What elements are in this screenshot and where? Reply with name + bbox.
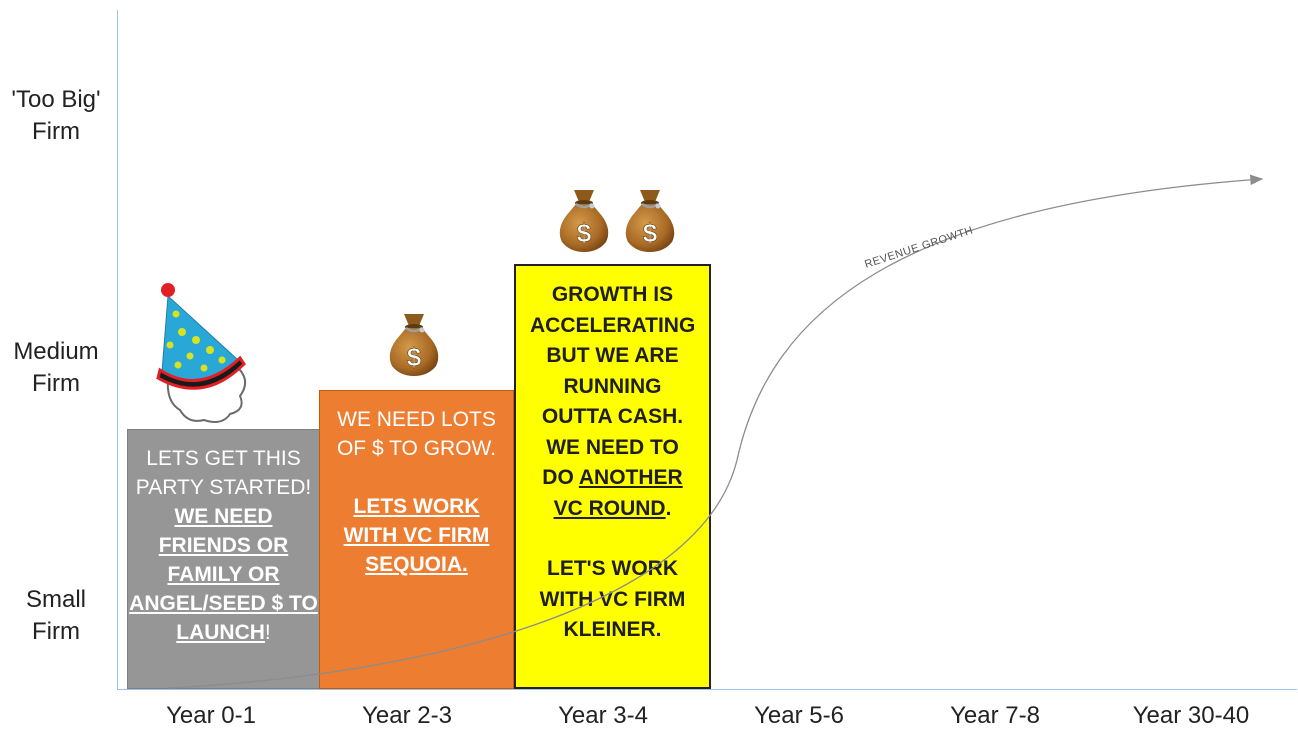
- party-hat-icon: [156, 283, 247, 423]
- stage-box-friends-family: LETS GET THIS PARTY STARTED! WE NEED FRI…: [127, 429, 320, 689]
- y-label-medium-firm: Medium Firm: [0, 336, 112, 400]
- x-label-year-2-3: Year 2-3: [362, 702, 452, 729]
- y-label-small-firm: Small Firm: [0, 584, 112, 648]
- y-label-too-big-firm: 'Too Big' Firm: [0, 84, 112, 148]
- y-axis-line: [117, 10, 118, 690]
- x-label-year-30-40: Year 30-40: [1132, 702, 1250, 729]
- x-label-year-7-8: Year 7-8: [950, 702, 1040, 729]
- y-label-line: Medium: [13, 338, 99, 365]
- stage-text-tail: !: [264, 621, 271, 644]
- x-label-year-3-4: Year 3-4: [558, 702, 648, 729]
- money-bag-icon: [624, 188, 676, 254]
- stage-box-kleiner: GROWTH IS ACCELERATING BUT WE ARE RUNNIN…: [514, 264, 711, 689]
- money-bag-icon: [558, 188, 610, 254]
- y-label-line: Firm: [32, 118, 80, 145]
- stage-second-text: LET'S WORK WITH VC FIRM KLEINER.: [539, 557, 686, 641]
- stage-emphasis-text: WE NEED FRIENDS OR FAMILY OR ANGEL/SEED …: [129, 505, 318, 644]
- stage-emphasis-text: ANOTHER VC ROUND: [553, 466, 683, 520]
- x-axis-line: [117, 689, 1297, 690]
- x-label-year-5-6: Year 5-6: [754, 702, 844, 729]
- y-label-line: Firm: [32, 618, 80, 645]
- y-label-line: Small: [25, 586, 86, 613]
- y-label-line: 'Too Big': [11, 86, 101, 113]
- stage-text-tail: .: [665, 496, 672, 520]
- revenue-growth-curve: [167, 174, 1264, 689]
- stage-emphasis-text: LETS WORK WITH VC FIRM SEQUOIA.: [343, 495, 490, 576]
- revenue-growth-label: REVENUE GROWTH: [863, 224, 975, 270]
- stage-text: WE NEED LOTS OF $ TO GROW.: [336, 408, 497, 460]
- stage-text: GROWTH IS ACCELERATING BUT WE ARE RUNNIN…: [530, 283, 696, 489]
- stage-text: LETS GET THIS PARTY STARTED!: [135, 447, 312, 499]
- x-label-year-0-1: Year 0-1: [166, 702, 256, 729]
- stage-box-sequoia: WE NEED LOTS OF $ TO GROW. LETS WORK WIT…: [319, 390, 514, 689]
- y-label-line: Firm: [32, 370, 80, 397]
- money-bag-icon: [388, 312, 440, 378]
